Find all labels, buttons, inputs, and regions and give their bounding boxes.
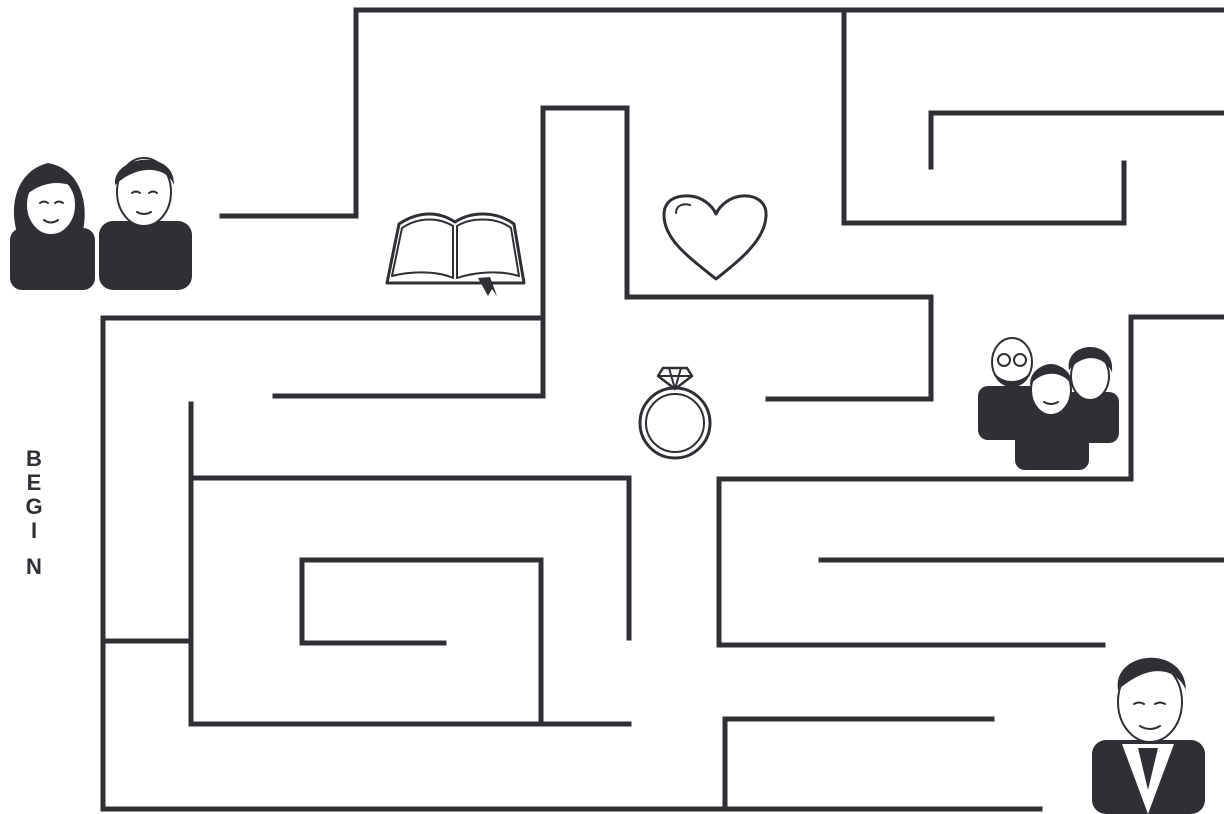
- officiant-icon: [1092, 658, 1205, 814]
- open-book-icon: [387, 214, 524, 296]
- diamond-ring-icon: [640, 368, 710, 458]
- couple-icon: [10, 158, 192, 290]
- begin-letter: B: [26, 446, 42, 471]
- heart-icon: [664, 196, 766, 279]
- begin-label: B E G I N: [25, 446, 42, 579]
- begin-letter: I: [31, 518, 37, 543]
- begin-letter: N: [26, 554, 42, 579]
- begin-letter: E: [27, 470, 42, 495]
- family-icon: [978, 338, 1119, 470]
- begin-letter: G: [25, 494, 42, 519]
